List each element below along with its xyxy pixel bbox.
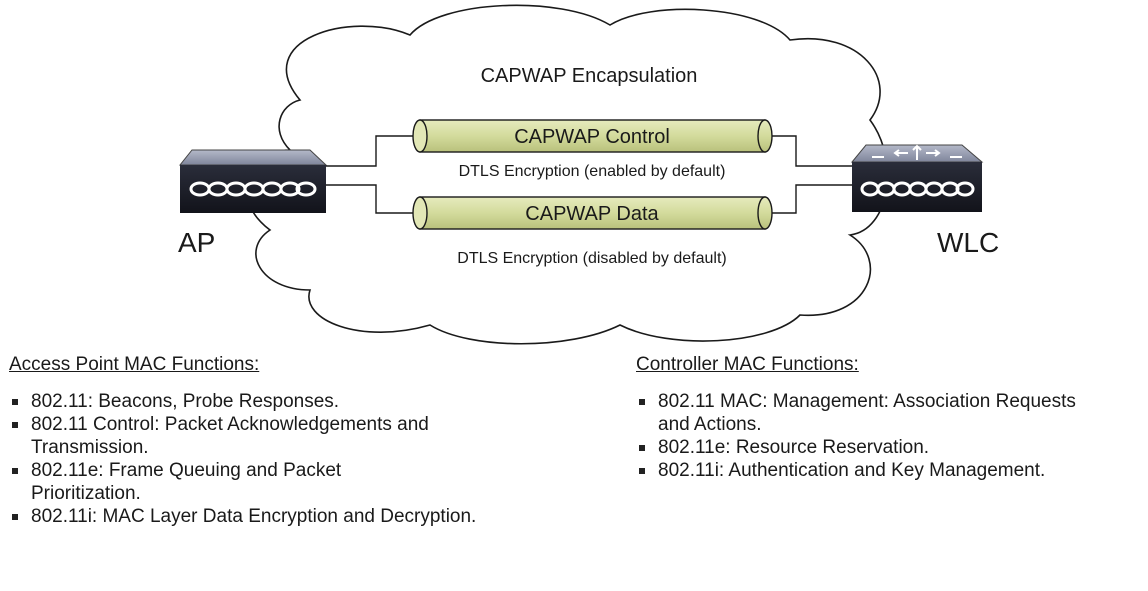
controller-functions-panel: Controller MAC Functions: 802.11 MAC: Ma…: [636, 353, 1146, 482]
list-item: 802.11i: Authentication and Key Manageme…: [636, 459, 1146, 482]
control-tunnel-label: CAPWAP Control: [514, 126, 670, 148]
control-encryption-label: DTLS Encryption (enabled by default): [459, 163, 726, 180]
data-encryption-label: DTLS Encryption (disabled by default): [457, 250, 726, 267]
ap-functions-list: 802.11: Beacons, Probe Responses. 802.11…: [9, 390, 569, 528]
list-item: 802.11i: MAC Layer Data Encryption and D…: [9, 505, 491, 528]
ap-functions-heading: Access Point MAC Functions:: [9, 354, 260, 375]
data-tunnel-label: CAPWAP Data: [525, 203, 659, 225]
wlc-connector-lines: [765, 135, 852, 214]
cloud-shape: [244, 4, 889, 345]
ap-functions-panel: Access Point MAC Functions: 802.11: Beac…: [9, 353, 569, 528]
controller-functions-heading: Controller MAC Functions:: [636, 354, 859, 375]
list-item: 802.11e: Frame Queuing and Packet Priori…: [9, 459, 451, 505]
wlc-arrows-icon: [872, 144, 962, 160]
ap-connector-lines: [326, 135, 420, 214]
controller-functions-list: 802.11 MAC: Management: Association Requ…: [636, 390, 1146, 482]
wlc-device-icon: [850, 144, 984, 212]
cloud-label: CAPWAP Encapsulation: [481, 65, 698, 87]
data-tunnel: [412, 196, 773, 230]
list-item: 802.11e: Resource Reservation.: [636, 436, 1146, 459]
ap-label: AP: [178, 227, 215, 258]
list-item: 802.11: Beacons, Probe Responses.: [9, 390, 569, 413]
list-item: 802.11 Control: Packet Acknowledgements …: [9, 413, 551, 459]
ap-device-icon: [178, 149, 328, 213]
wlc-label: WLC: [937, 227, 999, 258]
control-tunnel: [412, 119, 773, 153]
capwap-diagram: CAPWAP Encapsulation CAPWAP Control DTLS…: [178, 4, 999, 345]
list-item: 802.11 MAC: Management: Association Requ…: [636, 390, 1098, 436]
